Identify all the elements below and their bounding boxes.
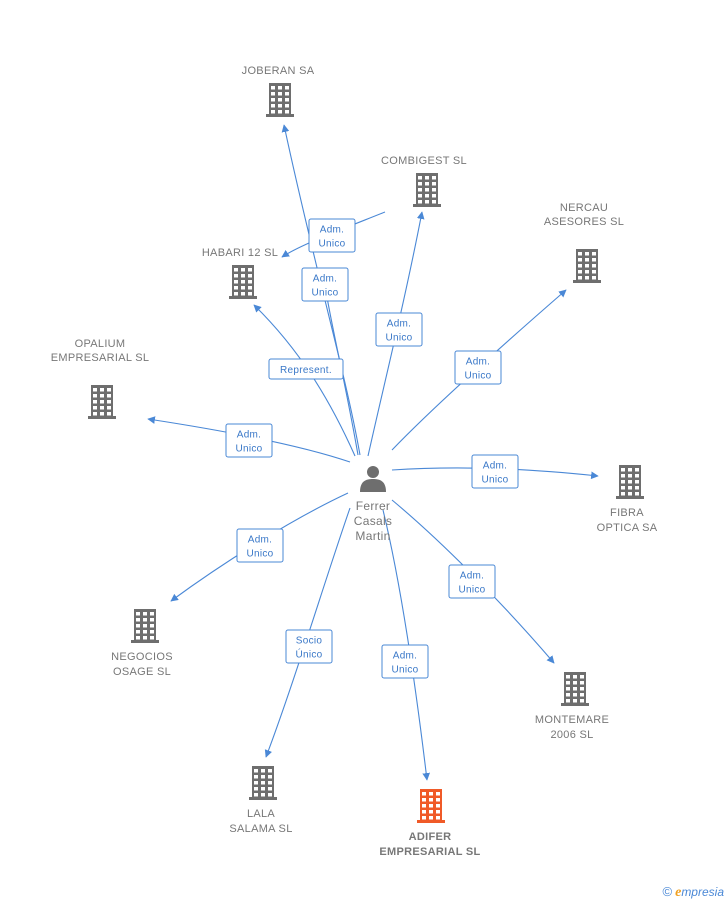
relation-label-box: [225, 423, 273, 458]
building-icon: [88, 385, 116, 419]
company-node-negocios[interactable]: NEGOCIOS OSAGE SL: [111, 609, 173, 678]
company-name: COMBIGEST SL: [381, 155, 467, 167]
company-name: MONTEMARE: [535, 714, 609, 726]
relation-label-text: Adm.: [320, 225, 345, 236]
relation-label-text: Adm.: [466, 357, 491, 368]
relation-label-text: Adm.: [393, 651, 418, 662]
company-node-combigest[interactable]: COMBIGEST SL: [381, 155, 467, 207]
relation-label[interactable]: Adm. Unico: [471, 454, 519, 489]
company-name: OSAGE SL: [113, 666, 171, 678]
company-name: EMPRESARIAL SL: [51, 352, 150, 364]
relation-label-box: [236, 528, 284, 563]
relation-label-text: Unico: [318, 239, 345, 250]
company-node-lala[interactable]: LALA SALAMA SL: [229, 766, 292, 835]
company-node-adifer[interactable]: ADIFER EMPRESARIAL SL: [379, 789, 480, 858]
person-icon: [360, 466, 386, 492]
relation-label-text: Socio: [296, 636, 323, 647]
company-node-habari[interactable]: HABARI 12 SL: [202, 247, 278, 299]
relation-label-text: Unico: [246, 549, 273, 560]
relation-label-text: Adm.: [313, 274, 338, 285]
company-name: OPTICA SA: [597, 522, 658, 534]
company-name: JOBERAN SA: [242, 65, 315, 77]
relation-label-box: [268, 358, 344, 380]
relation-label[interactable]: Adm. Unico: [448, 564, 496, 599]
company-node-nercau[interactable]: NERCAU ASESORES SL: [544, 202, 624, 283]
relation-label-text: Adm.: [460, 571, 485, 582]
relation-label[interactable]: Adm. Unico: [301, 267, 349, 302]
company-name: 2006 SL: [550, 729, 593, 741]
company-node-montemare[interactable]: MONTEMARE 2006 SL: [535, 672, 609, 741]
relation-label-text: Unico: [311, 288, 338, 299]
relation-label-box: [471, 454, 519, 489]
company-node-fibra[interactable]: FIBRA OPTICA SA: [597, 465, 658, 534]
building-icon: [616, 465, 644, 499]
company-name: HABARI 12 SL: [202, 247, 278, 259]
relation-label-text: Unico: [385, 333, 412, 344]
company-name: FIBRA: [610, 507, 644, 519]
company-name: ASESORES SL: [544, 216, 624, 228]
relation-edge: [382, 509, 430, 781]
relation-edge: [281, 124, 361, 456]
person-name: Ferrer: [356, 499, 390, 513]
building-icon: [249, 766, 277, 800]
brand-name: mpresia: [681, 885, 724, 899]
relation-label-text: Adm.: [387, 319, 412, 330]
relation-label-text: Unico: [235, 444, 262, 455]
relation-label[interactable]: Adm. Unico: [308, 218, 356, 253]
building-icon: [417, 789, 445, 823]
company-node-joberan[interactable]: JOBERAN SA: [242, 65, 315, 117]
relation-label-text: Unico: [458, 585, 485, 596]
relation-label-box: [448, 564, 496, 599]
company-name: LALA: [247, 808, 275, 820]
copyright-icon: ©: [662, 884, 673, 899]
empresia-brand: ©empresia: [663, 884, 725, 901]
brand-initial: e: [675, 885, 682, 900]
relation-label-text: Unico: [464, 371, 491, 382]
company-name: NEGOCIOS: [111, 651, 173, 663]
relation-label-text: Unico: [481, 475, 508, 486]
relation-label-text: Único: [295, 648, 322, 661]
company-name: OPALIUM: [75, 338, 126, 350]
relation-label-text: Adm.: [237, 430, 262, 441]
building-icon: [413, 173, 441, 207]
relation-label-text: Adm.: [248, 535, 273, 546]
person-name: Martin: [355, 529, 390, 543]
person-name: Casals: [354, 514, 392, 528]
relation-label[interactable]: Represent.: [268, 358, 344, 380]
company-name: ADIFER: [409, 831, 452, 843]
relation-label-text: Represent.: [280, 365, 332, 376]
relation-label[interactable]: Adm. Unico: [375, 312, 423, 347]
relation-label[interactable]: Adm. Unico: [454, 350, 502, 385]
company-name: SALAMA SL: [229, 823, 292, 835]
building-icon: [266, 83, 294, 117]
building-icon: [229, 265, 257, 299]
building-icon: [561, 672, 589, 706]
relation-label-box: [375, 312, 423, 347]
building-icon: [131, 609, 159, 643]
relation-label[interactable]: Adm. Unico: [381, 644, 429, 679]
building-icon: [573, 249, 601, 283]
relation-label-box: [454, 350, 502, 385]
relation-label-box: [381, 644, 429, 679]
company-name: NERCAU: [560, 202, 608, 214]
relation-label-box: [285, 629, 333, 664]
relation-label-text: Unico: [391, 665, 418, 676]
relation-label-text: Adm.: [483, 461, 508, 472]
company-node-opalium[interactable]: OPALIUM EMPRESARIAL SL: [51, 338, 150, 419]
relation-label-box: [308, 218, 356, 253]
relation-label-box: [301, 267, 349, 302]
relation-label[interactable]: Adm. Unico: [236, 528, 284, 563]
company-name: EMPRESARIAL SL: [379, 846, 480, 858]
relation-label[interactable]: Adm. Unico: [225, 423, 273, 458]
